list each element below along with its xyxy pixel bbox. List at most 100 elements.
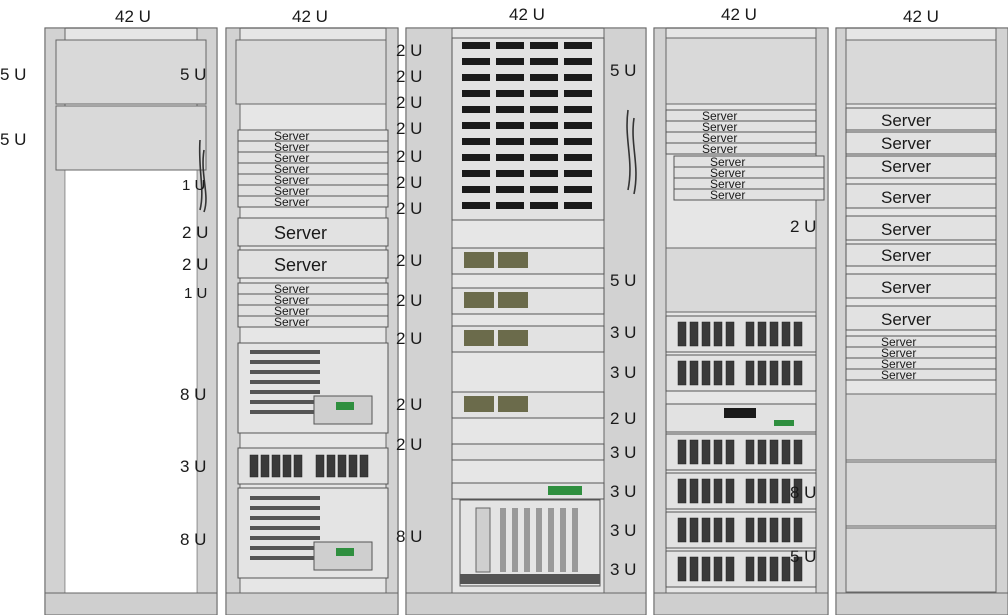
rack-4-controller [665, 403, 817, 433]
rack-2-label-5u: 5 U [180, 65, 206, 84]
rack-2-capacity-label: 42 U [292, 7, 328, 26]
rack-5-panel-c [845, 527, 997, 593]
server-label: Server [274, 173, 309, 187]
rack-4-label-8u: 8 U [790, 483, 816, 502]
rack-2-small-servers-a: Server Server Server Server Server Serve… [237, 129, 389, 209]
rack-4-capacity-label: 42 U [721, 5, 757, 24]
server-label: Server [881, 357, 916, 371]
rack-5-capacity-label: 42 U [903, 7, 939, 26]
rack-2-small-servers-b: Server Server Server Server [237, 282, 389, 329]
rack-3-1u-unit [451, 443, 605, 461]
server-label: Server [881, 278, 931, 297]
server-label: Server [274, 151, 309, 165]
rack-3-label-2u: 2 U [396, 147, 422, 166]
rack-3-label-2u: 2 U [396, 173, 422, 192]
rack-3-label-3u: 3 U [610, 560, 636, 579]
rack-1-label-5u-b: 5 U [0, 130, 26, 149]
server-label: Server [881, 134, 931, 153]
server-label: Server [274, 223, 327, 243]
rack-2: 42 U 5 U Server Server Server Server Ser… [180, 7, 399, 615]
rack-4-storage-b [665, 433, 817, 588]
rack-1: 42 U 5 U 5 U 1 U [0, 7, 218, 615]
rack-3: 42 U 2 U 2 U 2 U 2 U 2 U [396, 5, 647, 615]
rack-5-panel-a [845, 393, 997, 461]
rack-3-patch-panels [451, 37, 605, 221]
rack-3-label-2u: 2 U [396, 291, 422, 310]
rack-3-label-3u: 3 U [610, 363, 636, 382]
server-label: Server [274, 293, 309, 307]
server-label: Server [881, 220, 931, 239]
rack-2-panel-5u [235, 39, 387, 105]
rack-2-server-2u-a [237, 217, 389, 247]
rack-1-panel-5u-a [55, 39, 207, 105]
rack-3-label-8u: 8 U [396, 527, 422, 546]
server-label: Server [881, 310, 931, 329]
rack-3-label-3u: 3 U [610, 482, 636, 501]
rack-2-label-1u: 1 U [184, 285, 207, 302]
rack-3-label-2u: 2 U [396, 41, 422, 60]
server-label: Server [881, 188, 931, 207]
rack-1-label-5u-a: 5 U [0, 65, 26, 84]
rack-2-chassis-8u-b [237, 487, 389, 579]
rack-5-small-servers: Server Server Server Server [845, 335, 997, 382]
rack-1-capacity-label: 42 U [115, 7, 151, 26]
server-label: Server [702, 142, 737, 156]
rack-2-label-2u-b: 2 U [182, 255, 208, 274]
rack-3-label-2u-right: 2 U [610, 409, 636, 428]
server-label: Server [702, 131, 737, 145]
rack-5-panel-top [845, 39, 997, 105]
server-label: Server [710, 166, 745, 180]
rack-5: 42 U Server Server Server Server Server … [835, 7, 1008, 615]
rack-5-panel-b [845, 461, 997, 527]
rack-2-label-8u-a: 8 U [180, 385, 206, 404]
server-label: Server [274, 195, 309, 209]
rack-2-server-2u-b [237, 249, 389, 279]
rack-3-chassis-8u [459, 499, 601, 587]
rack-3-label-3u: 3 U [610, 323, 636, 342]
rack-3-label-2u: 2 U [396, 395, 422, 414]
server-label: Server [274, 129, 309, 143]
rack-1-cable-label: 1 U [182, 177, 205, 194]
rack-3-switches [451, 247, 605, 419]
rack-3-label-2u: 2 U [396, 199, 422, 218]
rack-3-label-2u: 2 U [396, 93, 422, 112]
server-label: Server [881, 246, 931, 265]
rack-4-small-servers: Server Server Server Server Server Serve… [665, 109, 825, 202]
server-label: Server [274, 282, 309, 296]
server-label: Server [274, 184, 309, 198]
rack-2-label-8u-b: 8 U [180, 530, 206, 549]
server-label: Server [710, 177, 745, 191]
rack-3-label-2u: 2 U [396, 329, 422, 348]
rack-3-label-2u: 2 U [396, 251, 422, 270]
server-label: Server [702, 109, 737, 123]
rack-3-router [451, 482, 605, 500]
server-label: Server [274, 140, 309, 154]
rack-2-label-2u-a: 2 U [182, 223, 208, 242]
rack-3-label-5u: 5 U [610, 61, 636, 80]
rack-4: 42 U Server Server Server Server Server … [626, 5, 829, 615]
rack-1-panel-5u-b [55, 105, 207, 171]
rack-2-label-3u: 3 U [180, 457, 206, 476]
rack-3-label-3u: 3 U [610, 443, 636, 462]
rack-5-servers: Server Server Server Server Server Serve… [845, 107, 997, 331]
server-label: Server [881, 157, 931, 176]
rack-3-label-2u: 2 U [396, 119, 422, 138]
rack-4-panel-mid [665, 247, 817, 313]
server-label: Server [710, 188, 745, 202]
server-label: Server [702, 120, 737, 134]
rack-3-label-5u: 5 U [610, 271, 636, 290]
rack-3-label-2u: 2 U [396, 67, 422, 86]
rack-2-unit-3u [237, 447, 389, 485]
server-label: Server [274, 255, 327, 275]
server-label: Server [274, 304, 309, 318]
server-label: Server [881, 111, 931, 130]
rack-4-label-2u: 2 U [790, 217, 816, 236]
rack-3-label-3u: 3 U [610, 521, 636, 540]
rack-4-storage-a [665, 315, 817, 392]
rack-2-chassis-8u-a [237, 342, 389, 434]
rack-4-label-5u: 5 U [790, 547, 816, 566]
server-label: Server [274, 315, 309, 329]
rack-4-panel-top [665, 37, 817, 105]
rack-3-label-2u: 2 U [396, 435, 422, 454]
server-label: Server [881, 368, 916, 382]
